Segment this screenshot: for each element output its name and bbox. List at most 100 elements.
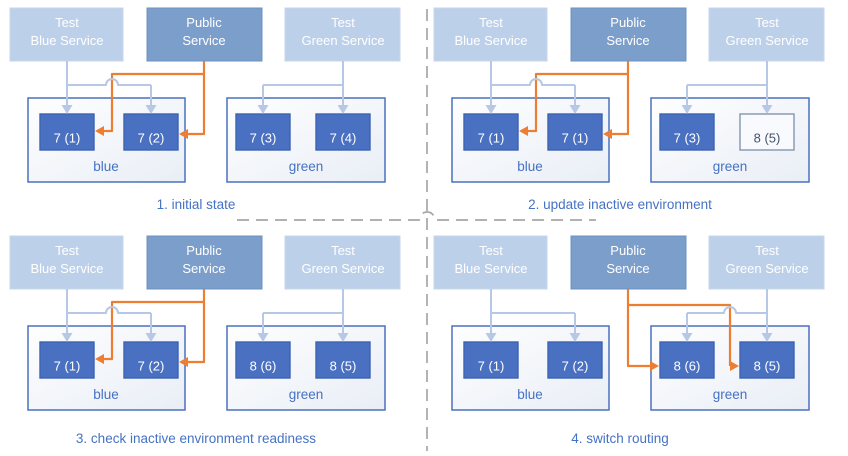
pod-label: 8 (5) — [754, 359, 781, 374]
arrowhead-down — [761, 105, 773, 114]
public-route-branch — [528, 72, 628, 133]
quadrant-caption: 2. update inactive environment — [528, 197, 712, 212]
public-route-main — [188, 289, 206, 364]
pod-label: 7 (1) — [562, 131, 589, 146]
arrowhead-right — [730, 361, 739, 371]
pod-label: 8 (6) — [674, 359, 701, 374]
pod-rect — [39, 113, 95, 151]
env-label-green: green — [289, 159, 324, 174]
pod-rect — [235, 113, 291, 151]
public-route-branch — [628, 303, 732, 366]
pod-blue-2: 7 (1) — [547, 113, 603, 151]
pod-label: 7 (1) — [478, 131, 505, 146]
service-box-rect — [9, 235, 124, 290]
service-box-rect — [146, 7, 263, 62]
service-box-rect — [570, 235, 687, 290]
pod-rect — [547, 113, 603, 151]
service-box-rect — [146, 235, 263, 290]
pod-green-2: 8 (5) — [739, 341, 795, 379]
arrowhead-down — [145, 333, 157, 342]
pod-label: 7 (1) — [478, 359, 505, 374]
connector-test-blue-service — [485, 61, 581, 114]
pod-rect — [659, 341, 715, 379]
env-label-blue: blue — [93, 159, 119, 174]
arrowhead-left — [95, 126, 104, 136]
pod-label: 7 (2) — [562, 359, 589, 374]
arrowhead-down — [569, 333, 581, 342]
test-blue-split — [67, 78, 151, 86]
connector-public-service — [95, 61, 206, 139]
connector-test-blue-service — [61, 289, 157, 342]
public-route-branch — [104, 72, 204, 133]
service-box-rect — [9, 7, 124, 62]
pod-rect — [463, 341, 519, 379]
arrowhead-left — [179, 357, 188, 367]
service-box-rect — [708, 235, 825, 290]
arrowhead-down — [337, 333, 349, 342]
arrowhead-down — [761, 333, 773, 342]
pod-blue-1: 7 (1) — [39, 341, 95, 379]
connector-test-green-service — [681, 289, 773, 342]
arrowhead-down — [681, 105, 693, 114]
connector-public-service — [626, 289, 739, 371]
public-route-main — [188, 61, 206, 136]
arrowhead-left — [603, 129, 612, 139]
pod-rect — [659, 113, 715, 151]
connector-test-blue-service — [485, 289, 581, 342]
pod-label: 7 (2) — [138, 131, 165, 146]
arrowhead-down — [485, 105, 497, 114]
pod-rect — [315, 113, 371, 151]
env-label-blue: blue — [517, 387, 543, 402]
pod-rect — [123, 113, 179, 151]
env-label-blue: blue — [517, 159, 543, 174]
pod-label: 7 (1) — [54, 131, 81, 146]
pod-label: 7 (1) — [54, 359, 81, 374]
test-blue-split — [67, 306, 151, 314]
service-box-rect — [284, 235, 401, 290]
pod-rect — [39, 341, 95, 379]
quadrant-caption: 3. check inactive environment readiness — [76, 431, 316, 446]
pod-label: 8 (5) — [330, 359, 357, 374]
pod-green-1: 8 (6) — [659, 341, 715, 379]
pod-blue-1: 7 (1) — [463, 113, 519, 151]
arrowhead-left — [519, 126, 528, 136]
arrowhead-right — [650, 361, 659, 371]
service-box-rect — [284, 7, 401, 62]
env-label-green: green — [713, 387, 748, 402]
connector-test-green-service — [257, 289, 349, 342]
public-route-main — [612, 61, 630, 136]
quadrant-caption: 1. initial state — [157, 197, 236, 212]
arrowhead-down — [337, 105, 349, 114]
test-blue-split — [491, 78, 575, 86]
quadrant-caption: 4. switch routing — [571, 431, 669, 446]
pod-label: 8 (6) — [250, 359, 277, 374]
env-label-green: green — [713, 159, 748, 174]
pod-label: 7 (4) — [330, 131, 357, 146]
pod-rect — [739, 113, 795, 151]
pod-green-2: 8 (5) — [739, 113, 795, 151]
env-label-blue: blue — [93, 387, 119, 402]
pod-rect — [547, 341, 603, 379]
